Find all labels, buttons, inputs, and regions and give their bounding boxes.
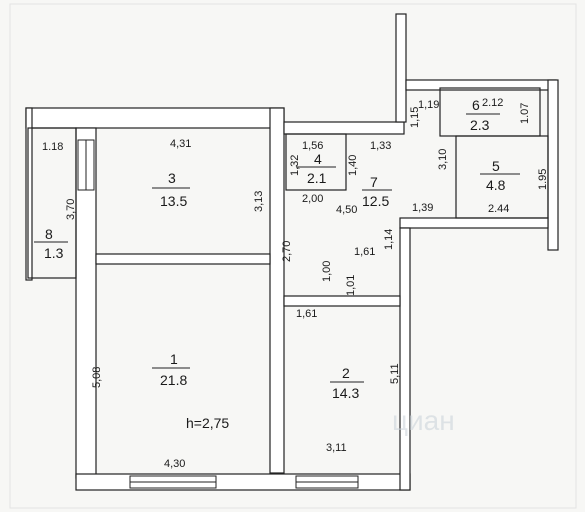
dim-2-70: 2,70	[281, 241, 293, 262]
dim-3-10: 3,10	[437, 149, 449, 170]
room-3-area: 13.5	[160, 193, 187, 209]
windows	[77, 139, 359, 489]
room-5-area: 4.8	[486, 177, 506, 193]
dim-1-00: 1,00	[321, 261, 333, 282]
wall-riser	[395, 13, 407, 123]
dim-1-15: 1,15	[409, 107, 421, 128]
dim-1-14: 1,14	[383, 229, 395, 250]
dim-2-00: 2,00	[302, 193, 323, 205]
dim-4-50: 4,50	[336, 204, 357, 216]
dim-1-32: 1,32	[289, 155, 301, 176]
room-6-area: 2.3	[470, 117, 490, 133]
wall-room1-top	[95, 253, 271, 265]
room-7-number: 7	[370, 174, 378, 190]
dim-4-30: 4,30	[164, 458, 185, 470]
label-leaders	[34, 113, 520, 383]
dim-5-08: 5,08	[91, 367, 103, 388]
room-8-area: 1.3	[44, 245, 64, 261]
dim-1-56: 1,56	[302, 140, 323, 152]
room-5-outline	[455, 135, 549, 219]
dim-2-12: 2.12	[482, 97, 503, 109]
dim-3-11: 3,11	[326, 442, 347, 454]
room-2-number: 2	[342, 365, 350, 381]
wall-room2-top	[283, 295, 401, 307]
dim-2-44: 2.44	[488, 203, 509, 215]
room-6-number: 6	[472, 97, 480, 113]
wall-mid-vertical	[269, 107, 285, 474]
room-4-outline	[285, 133, 347, 191]
room-5-number: 5	[492, 158, 500, 174]
room-labels: 3 13.5 1 21.8 h=2,75 2 14.3 4 2.1 7 12.5…	[44, 97, 506, 431]
dim-1-18: 1.18	[42, 141, 63, 153]
dim-5-11: 5,11	[389, 363, 401, 384]
wall-top-left	[25, 107, 285, 129]
room-8-outline	[27, 127, 77, 279]
room-1-area: 21.8	[160, 372, 187, 388]
room-8-number: 8	[45, 226, 53, 242]
dim-1-33: 1,33	[370, 140, 391, 152]
dim-1-01: 1,01	[345, 275, 357, 296]
dim-1-61-a: 1,61	[354, 246, 375, 258]
dimension-labels: 1.18 4,31 3,70 3,13 2,70 1,56 1,32 1,40 …	[42, 97, 549, 470]
wall-right-lower	[399, 227, 411, 491]
wall-step	[399, 217, 549, 229]
wall-bottom	[75, 473, 411, 491]
watermark: циан	[392, 405, 455, 436]
dim-1-39: 1,39	[412, 202, 433, 214]
room-4-area: 2.1	[307, 170, 327, 186]
dim-1-07: 1.07	[519, 103, 531, 124]
room-4-number: 4	[314, 151, 322, 167]
wall-right	[547, 79, 559, 251]
ceiling-height: h=2,75	[186, 415, 229, 431]
dim-1-40: 1,40	[347, 155, 359, 176]
walls	[25, 13, 559, 491]
dim-1-61-b: 1,61	[296, 308, 317, 320]
dim-3-70: 3,70	[65, 199, 77, 220]
dim-1-95: 1.95	[537, 169, 549, 190]
room-7-area: 12.5	[362, 193, 389, 209]
room-1-number: 1	[170, 351, 178, 367]
dim-1-19: 1,19	[418, 99, 439, 111]
room-3-number: 3	[168, 170, 176, 186]
sheet-border	[9, 3, 577, 509]
dim-4-31: 4,31	[170, 138, 191, 150]
dim-3-13: 3,13	[253, 191, 265, 212]
room-2-area: 14.3	[332, 385, 359, 401]
wall-balcony-left	[25, 107, 33, 281]
wall-top-center	[283, 121, 405, 135]
